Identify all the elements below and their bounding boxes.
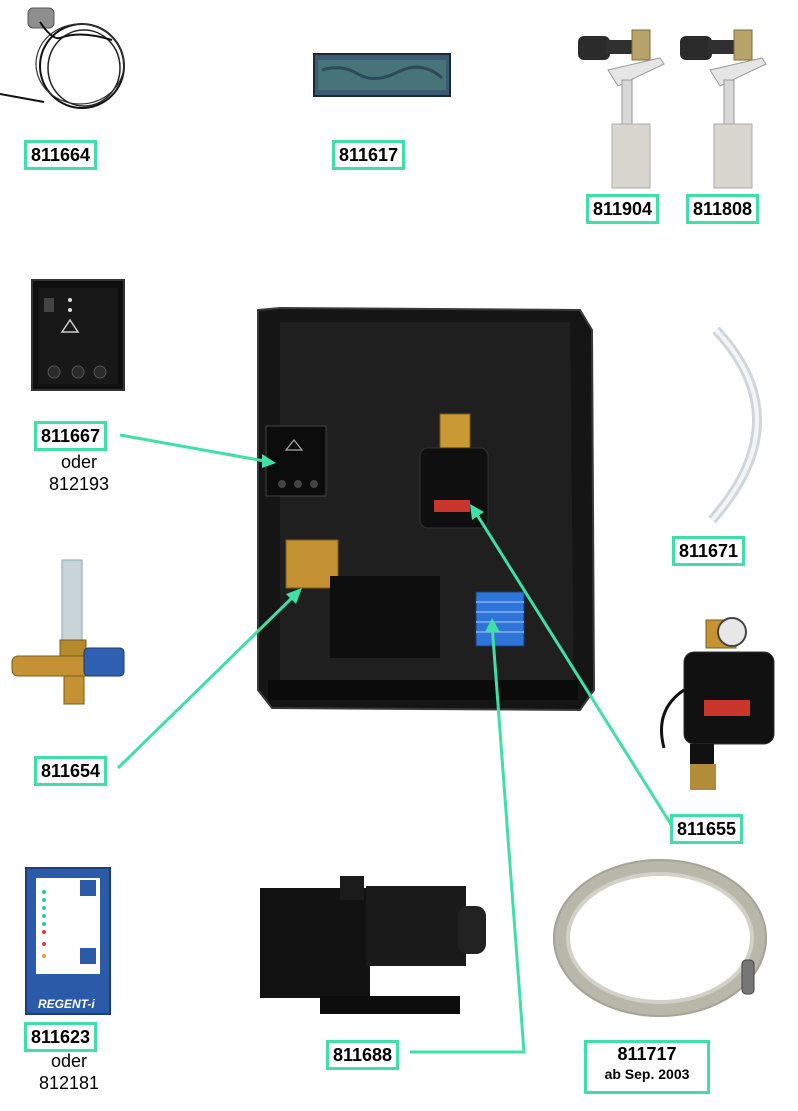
float-valve-illustration-811808 [680, 29, 767, 189]
callout-lines [116, 433, 674, 1054]
arrowhead-811667 [262, 454, 276, 468]
part-note-811717: ab Sep. 2003 [604, 1066, 690, 1082]
float-switch-cable-illustration [0, 7, 125, 109]
part-number-811717: 811717 [617, 1044, 677, 1064]
leader-811667 [119, 433, 271, 464]
float-valve-illustration-811904 [578, 29, 665, 189]
part-label-811667: 811667 [34, 421, 108, 451]
display-panel-illustration: REGENT-i [25, 867, 111, 1015]
arrowhead-811688 [485, 618, 500, 632]
sensor-cable-illustration [553, 859, 767, 1017]
valve-assembly-illustration [11, 559, 125, 705]
insert-bar-illustration [313, 53, 451, 97]
leader-811654 [116, 590, 300, 770]
leader-811655 [472, 509, 674, 827]
callout-arrowheads [262, 454, 500, 632]
main-unit-illustration [257, 306, 596, 712]
part-label-811717: 811717 ab Sep. 2003 [584, 1040, 710, 1094]
part-alt-812181: oder 812181 [38, 1051, 100, 1093]
curved-hose-illustration [708, 326, 762, 524]
part-label-811904: 811904 [586, 194, 660, 224]
part-label-811808: 811808 [686, 194, 760, 224]
leader-811688 [410, 623, 526, 1054]
pressure-switch-illustration [660, 617, 775, 790]
part-label-811654: 811654 [34, 756, 108, 786]
part-label-811688: 811688 [326, 1040, 400, 1070]
part-label-811617: 811617 [332, 140, 406, 170]
display-panel-brand: REGENT-i [38, 997, 95, 1011]
pump-illustration [260, 876, 486, 1014]
control-panel-illustration [31, 279, 125, 391]
part-label-811664: 811664 [24, 140, 98, 170]
arrowhead-811654 [286, 588, 302, 604]
part-alt-812193: oder 812193 [48, 452, 110, 494]
part-label-811671: 811671 [672, 536, 746, 566]
part-label-811623: 811623 [24, 1022, 98, 1052]
arrowhead-811655 [470, 504, 484, 520]
part-label-811655: 811655 [670, 814, 744, 844]
